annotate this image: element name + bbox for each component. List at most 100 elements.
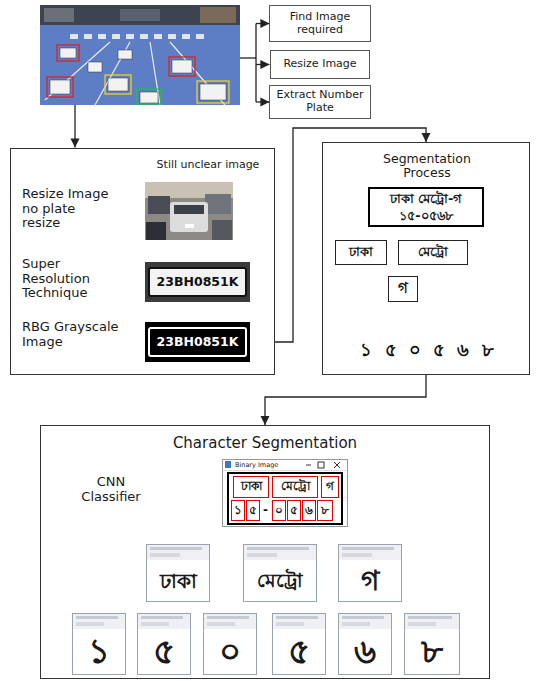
- node-text: মেট্রো: [418, 245, 448, 260]
- street-photo: [105, 75, 131, 94]
- window-chrome: [76, 622, 104, 626]
- text-slot: ০: [273, 501, 285, 520]
- node-text: Extract Number Plate: [273, 89, 367, 114]
- figure-window: ৫: [137, 613, 191, 675]
- traffic-photo: [185, 224, 194, 228]
- street-photo: [140, 92, 158, 103]
- street-photo: [60, 48, 76, 58]
- hyphen-mark: -: [263, 504, 268, 518]
- street-photo: [45, 42, 110, 100]
- text-slot: ১৫-০৫৬৮: [370, 207, 482, 225]
- node-text: Find Image required: [273, 11, 367, 36]
- node-text: ৮: [421, 632, 443, 671]
- street-photo: [120, 9, 160, 21]
- street-photo: [108, 78, 128, 91]
- street-photo: [47, 77, 73, 97]
- node-text: Character Segmentation: [173, 435, 357, 452]
- window-chrome: [339, 614, 391, 629]
- traffic-photo: [170, 202, 208, 232]
- node-text: মেট্রো: [257, 570, 303, 592]
- street-photo: [168, 34, 176, 39]
- text-slot: গ: [339, 561, 401, 601]
- window-chrome: [73, 614, 125, 629]
- node-text: ৬: [305, 504, 313, 518]
- window-chrome: [342, 547, 394, 550]
- char-bbox: ৫: [287, 500, 301, 521]
- text-slot: ৫: [288, 501, 300, 520]
- window-chrome: [276, 622, 304, 626]
- figure-window: ঢাকা: [146, 544, 210, 602]
- figure-window: ১: [72, 613, 126, 675]
- window-chrome: [408, 616, 452, 619]
- window-chrome: [334, 462, 340, 468]
- street-photo: [200, 7, 236, 23]
- street-photo: [169, 57, 195, 76]
- text-slot: ১ ৫ ০ ৫ ৬ ৮: [336, 336, 518, 364]
- node-text: ১৫-০৫৬৮: [399, 209, 452, 224]
- text-slot: ৫: [138, 630, 190, 674]
- traffic-photo: [148, 196, 170, 214]
- node-text: ৫: [153, 632, 175, 671]
- street-photo: [172, 60, 192, 73]
- node-text: Binary Image: [235, 462, 278, 469]
- window-chrome: [306, 465, 311, 466]
- plate-box: ঢাকা মেট্রো-গ১৫-০৫৬৮: [368, 187, 484, 227]
- text-slot: মেট্রো: [244, 561, 316, 601]
- street-photo: [40, 5, 240, 105]
- flow-arrow: [256, 64, 270, 65]
- street-photo: [196, 34, 204, 39]
- plate-photo: [149, 268, 246, 296]
- grayscale-plate: [145, 322, 250, 362]
- node-text: CNN Classifier: [70, 475, 152, 505]
- street-photo: [88, 62, 102, 72]
- text-slot: গ: [322, 477, 338, 497]
- text-slot: ০: [204, 630, 256, 674]
- street-photo: [44, 8, 74, 22]
- street-photo: [50, 48, 226, 103]
- figure-window: গ: [338, 544, 402, 602]
- traffic-photo: [145, 182, 233, 240]
- window-chrome: [247, 553, 277, 557]
- text-slot: ৮: [318, 501, 332, 520]
- text-slot: Resize Image no plate resize: [19, 183, 119, 235]
- text-slot: মেট্রো: [399, 241, 467, 264]
- text-slot: ঢাকা মেট্রো-গ: [370, 190, 482, 208]
- node-text: ৫: [290, 504, 298, 518]
- node-text: Resize Image no plate resize: [22, 187, 116, 232]
- char-bbox: ঢাকা: [233, 476, 269, 498]
- node-text: গ: [326, 480, 334, 494]
- segment-box: গ: [388, 276, 418, 302]
- street-photo: [70, 34, 78, 39]
- street-photo: [200, 84, 226, 100]
- char-bbox: ৮: [317, 500, 333, 521]
- digit-row: ১ ৫ ০ ৫ ৬ ৮: [360, 340, 493, 361]
- char-bbox: মেট্রো: [272, 476, 318, 498]
- node-text: মেট্রো: [281, 480, 310, 494]
- text-slot: Find Image required: [270, 6, 370, 41]
- street-photo: [84, 34, 92, 39]
- plate-text: 23BH0851K: [157, 275, 239, 289]
- text-slot: ৬: [303, 501, 315, 520]
- window-chrome: [228, 473, 342, 524]
- plate-photo: [145, 262, 250, 302]
- text-slot: 23BH0851K: [150, 270, 245, 294]
- text-slot: CNN Classifier: [67, 470, 155, 510]
- window-chrome: [207, 622, 235, 626]
- window-chrome: [405, 614, 459, 629]
- node-text: গ: [398, 280, 408, 297]
- char-bbox: ০: [272, 500, 286, 521]
- flow-arrow: [75, 24, 270, 148]
- traffic-photo: [146, 222, 166, 240]
- grayscale-plate: [149, 328, 246, 356]
- text-slot: Segmentation Process: [367, 148, 487, 184]
- text-slot: Binary Image: [235, 460, 297, 471]
- process-box: Extract Number Plate: [269, 85, 371, 119]
- window-frame: ঢাকামেট্রোগ১৫০৫৬৮Binary Image: [222, 459, 348, 527]
- node-text: ৫: [249, 504, 257, 518]
- node-text: Super Resolution Technique: [22, 257, 116, 302]
- street-photo: [118, 50, 132, 59]
- street-photo: [137, 89, 161, 104]
- window-chrome: [273, 614, 325, 629]
- street-photo: [45, 42, 225, 105]
- window-chrome: [222, 459, 348, 527]
